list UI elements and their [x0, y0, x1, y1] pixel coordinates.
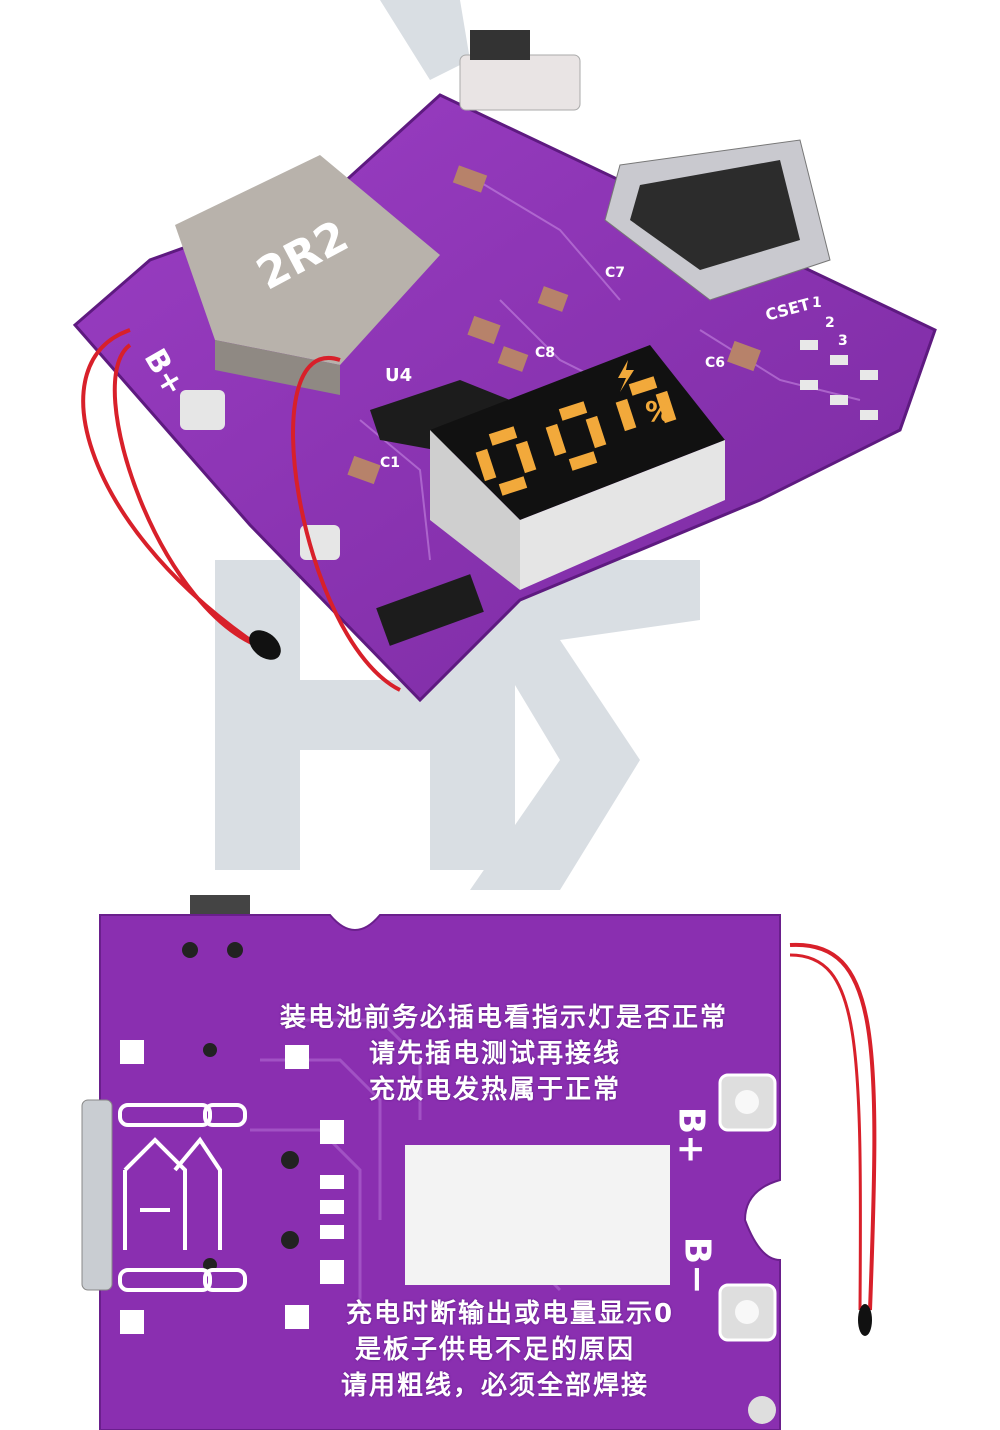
silkscreen-outline [118, 1103, 247, 1292]
pin-label-1: 1 [812, 295, 822, 311]
bottom-bminus-label: B− [676, 1236, 718, 1295]
notice-line: 装电池前务必插电看指示灯是否正常 [279, 1003, 728, 1033]
bplus-pad [180, 390, 225, 430]
pin-label-2: 2 [825, 315, 835, 331]
cap-label-c8: C8 [535, 345, 556, 361]
notice-top-block: 装电池前务必插电看指示灯是否正常 请先插电测试再接线 充放电发热属于正常 [0, 1000, 1000, 1108]
cap-label-c7: C7 [605, 265, 626, 281]
thermistor-wire-bottom [789, 942, 877, 1311]
notice-line: 充放电发热属于正常 [368, 1075, 621, 1105]
smd-capacitors [347, 165, 761, 485]
charge-bolt-icon [618, 360, 634, 392]
via [203, 1043, 217, 1057]
usb-c-side [81, 1099, 113, 1291]
slide-switch [459, 54, 581, 111]
notice-line: 是板子供电不足的原因 [354, 1335, 635, 1365]
bottom-pcb-board [81, 895, 877, 1430]
usb-c-port [604, 139, 831, 301]
notice-line: 请先插电测试再接线 [368, 1039, 621, 1069]
notice-bottom-block: 充电时断输出或电量显示0 是板子供电不足的原因 请用粗线，必须全部焊接 [0, 1296, 1000, 1404]
top-pcb-board [72, 30, 937, 703]
solder-pads [120, 1040, 344, 1334]
pin-label-3: 3 [838, 333, 848, 349]
cap-label-c6: C6 [705, 355, 726, 371]
notice-line: 充电时断输出或电量显示0 [345, 1299, 675, 1329]
cap-label-c1: C1 [380, 455, 401, 471]
chip-label-u4: U4 [385, 365, 413, 386]
exposed-pad [405, 1145, 670, 1285]
inductor [175, 155, 440, 395]
battery-display [430, 345, 725, 590]
thermistor-bead-bottom [858, 1304, 872, 1336]
display-percent-sign: % [645, 395, 674, 428]
thermistor-wire [81, 328, 271, 652]
thermistor-bead [249, 630, 281, 660]
mosfet-chip [376, 574, 484, 646]
notice-line: 请用粗线，必须全部焊接 [340, 1371, 649, 1401]
bottom-bplus-label: B+ [670, 1106, 712, 1165]
mounting-hole [577, 117, 603, 143]
display-digits [475, 376, 677, 496]
